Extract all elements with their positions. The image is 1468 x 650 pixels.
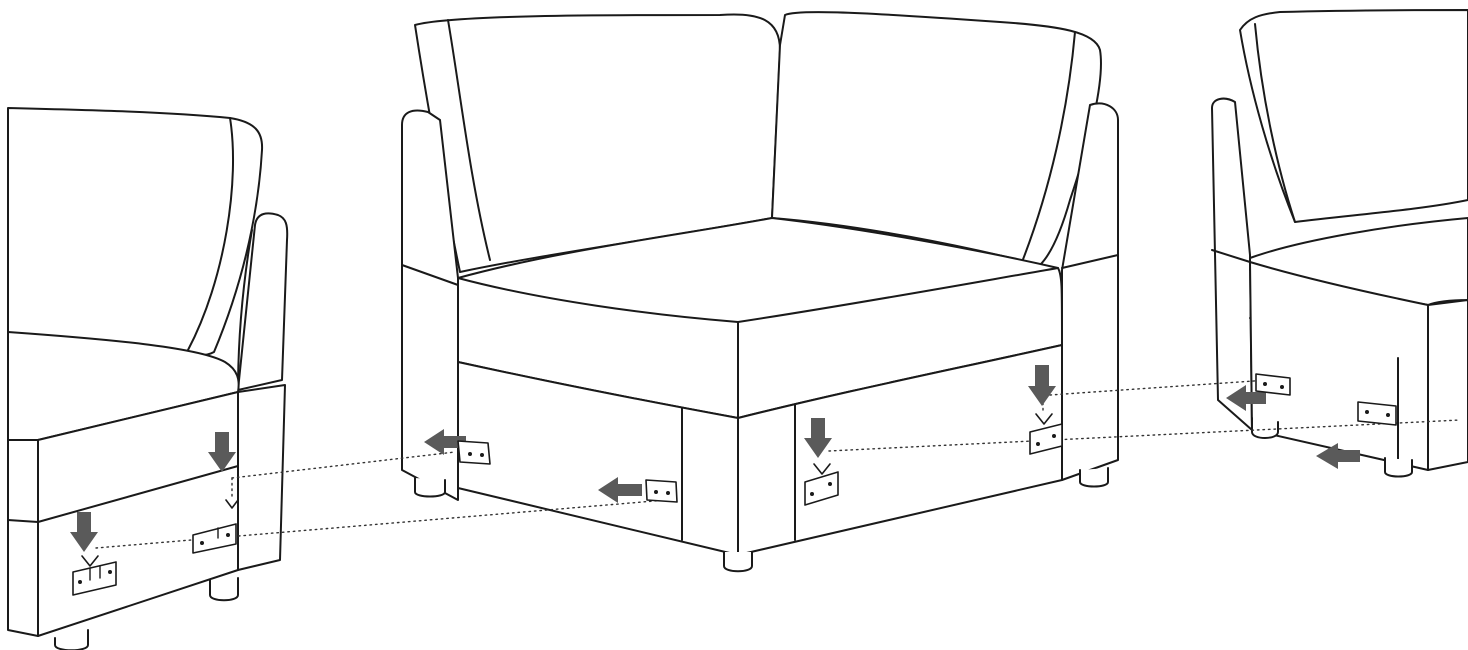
center-leg-right	[1079, 467, 1109, 488]
left-arrow-icon	[1316, 443, 1360, 469]
guide-line-3	[828, 419, 1461, 452]
guide-line-4	[1049, 379, 1269, 396]
left-arrow-icon	[424, 429, 466, 455]
right-sofa-module	[1211, 9, 1468, 478]
connector-bracket-icon	[72, 555, 117, 596]
right-leg-front	[1384, 457, 1413, 478]
connector-bracket-icon	[804, 463, 839, 506]
down-arrow-icon	[804, 418, 832, 458]
center-leg-front	[723, 551, 753, 573]
down-arrow-icon	[70, 512, 98, 552]
down-arrow-icon	[1028, 365, 1056, 406]
guide-line-1	[231, 451, 456, 479]
center-base	[457, 344, 1063, 556]
left-back-cushion	[7, 107, 264, 357]
brackets	[72, 373, 1397, 596]
connector-bracket-icon	[457, 440, 491, 465]
connector-bracket-icon	[645, 479, 678, 503]
connector-bracket-icon	[192, 499, 239, 554]
left-arrow-icon	[598, 477, 642, 503]
right-back-cushion	[1239, 9, 1468, 223]
guide-line-2	[95, 499, 667, 549]
center-leg-left	[414, 477, 446, 498]
center-corner-module	[401, 11, 1119, 573]
left-arrow-icon	[1226, 385, 1266, 411]
right-leg-left	[1251, 417, 1279, 439]
right-base	[1249, 261, 1468, 471]
right-arm	[1211, 97, 1253, 431]
left-sofa-module	[7, 107, 289, 650]
down-arrow-icon	[208, 432, 236, 472]
connector-bracket-icon	[1029, 413, 1063, 455]
left-leg-front	[54, 629, 89, 650]
left-arm	[237, 212, 289, 391]
connector-bracket-icon	[1357, 401, 1397, 426]
connector-bracket-icon	[1255, 373, 1291, 396]
arrows	[70, 365, 1360, 552]
left-leg-back	[209, 577, 239, 602]
left-seat-cushion	[7, 331, 240, 441]
